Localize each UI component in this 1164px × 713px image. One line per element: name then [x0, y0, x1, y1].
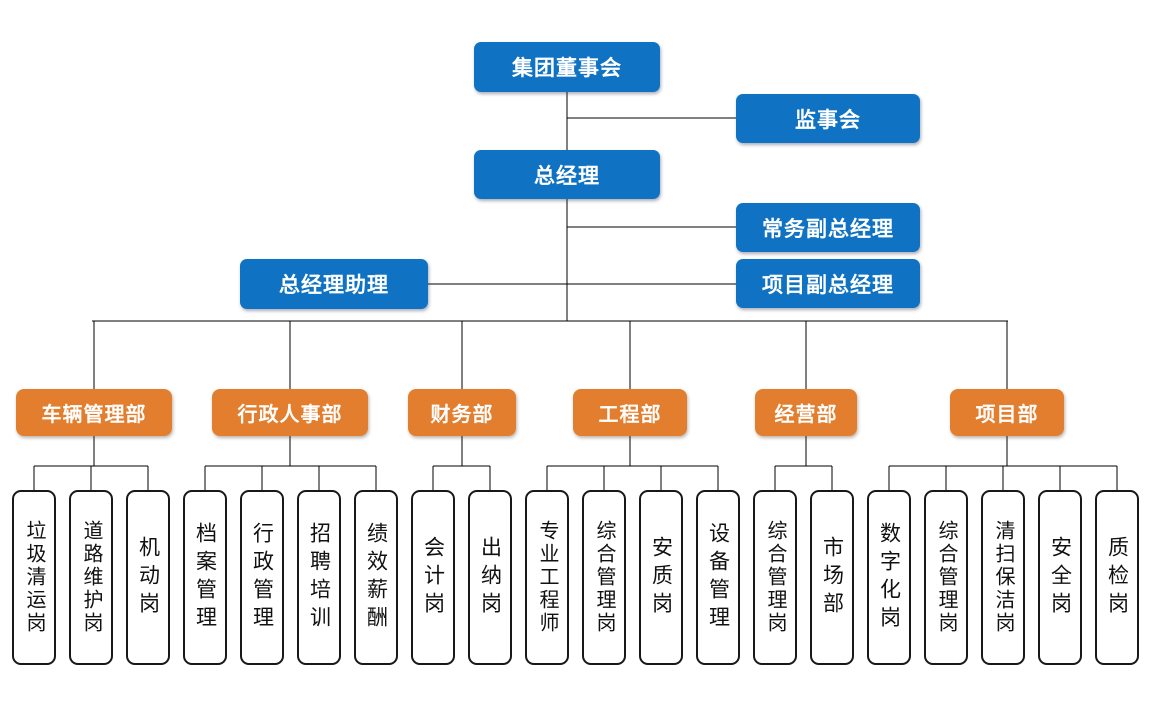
position-node-label: 质检岗 — [1105, 535, 1129, 620]
dept-node-label: 车辆管理部 — [41, 404, 147, 426]
dept-node-project[interactable]: 项目部 — [950, 389, 1064, 436]
position-node-recruit-training[interactable]: 招聘培训 — [297, 490, 341, 665]
position-node-label: 垃圾清运岗 — [23, 520, 45, 635]
exec-node-supervisors[interactable]: 监事会 — [736, 94, 920, 143]
position-node-label: 综合管理岗 — [935, 520, 957, 635]
position-node-label: 会计岗 — [421, 535, 445, 620]
position-node-label: 综合管理岗 — [593, 520, 615, 635]
position-node-cashier[interactable]: 出纳岗 — [468, 490, 512, 665]
position-node-admin-management[interactable]: 行政管理 — [240, 490, 284, 665]
dept-node-admin-hr[interactable]: 行政人事部 — [212, 389, 368, 436]
position-node-label: 安质岗 — [649, 535, 673, 620]
exec-node-board[interactable]: 集团董事会 — [474, 42, 660, 92]
position-node-label: 综合管理岗 — [764, 520, 786, 635]
dept-node-label: 项目部 — [975, 404, 1039, 426]
position-node-accounting[interactable]: 会计岗 — [411, 490, 455, 665]
exec-node-project-vp[interactable]: 项目副总经理 — [736, 259, 920, 308]
position-node-label: 招聘培训 — [307, 521, 331, 634]
position-node-ops-general-mgmt[interactable]: 综合管理岗 — [753, 490, 797, 665]
position-node-label: 行政管理 — [250, 521, 274, 634]
position-node-quality-inspection[interactable]: 质检岗 — [1095, 490, 1139, 665]
exec-node-label: 总经理助理 — [279, 274, 389, 297]
exec-node-label: 常务副总经理 — [762, 217, 894, 241]
position-node-label: 绩效薪酬 — [364, 521, 388, 634]
position-node-road-maintenance[interactable]: 道路维护岗 — [69, 490, 113, 665]
exec-node-label: 总经理 — [534, 164, 600, 188]
position-node-marketing[interactable]: 市场部 — [810, 490, 854, 665]
dept-node-engineering[interactable]: 工程部 — [573, 389, 687, 436]
position-node-proj-general-mgmt[interactable]: 综合管理岗 — [924, 490, 968, 665]
exec-node-exec-vp[interactable]: 常务副总经理 — [736, 203, 920, 252]
dept-node-finance[interactable]: 财务部 — [408, 389, 516, 436]
position-node-label: 道路维护岗 — [80, 520, 102, 635]
position-node-label: 清扫保洁岗 — [992, 520, 1014, 635]
dept-node-operations[interactable]: 经营部 — [755, 389, 857, 436]
position-node-digitalization[interactable]: 数字化岗 — [867, 490, 911, 665]
dept-node-label: 经营部 — [774, 404, 838, 426]
position-node-waste-removal[interactable]: 垃圾清运岗 — [12, 490, 56, 665]
position-node-cleaning[interactable]: 清扫保洁岗 — [981, 490, 1025, 665]
dept-node-label: 工程部 — [598, 404, 662, 426]
exec-node-label: 监事会 — [795, 108, 861, 132]
position-node-safety[interactable]: 安全岗 — [1038, 490, 1082, 665]
position-node-label: 设备管理 — [706, 521, 730, 634]
position-node-professional-eng[interactable]: 专业工程师 — [525, 490, 569, 665]
position-node-label: 档案管理 — [193, 521, 217, 634]
position-node-label: 数字化岗 — [877, 521, 901, 634]
dept-node-vehicle[interactable]: 车辆管理部 — [16, 389, 172, 436]
position-node-equipment-mgmt[interactable]: 设备管理 — [696, 490, 740, 665]
position-node-label: 机动岗 — [136, 535, 160, 620]
dept-node-label: 行政人事部 — [237, 404, 343, 426]
position-node-performance-pay[interactable]: 绩效薪酬 — [354, 490, 398, 665]
dept-node-label: 财务部 — [430, 404, 494, 426]
position-node-records-management[interactable]: 档案管理 — [183, 490, 227, 665]
position-node-label: 市场部 — [820, 535, 844, 620]
position-node-safety-quality[interactable]: 安质岗 — [639, 490, 683, 665]
position-node-eng-general-mgmt[interactable]: 综合管理岗 — [582, 490, 626, 665]
exec-node-label: 集团董事会 — [512, 57, 622, 80]
position-node-label: 安全岗 — [1048, 535, 1072, 620]
exec-node-gm-assistant[interactable]: 总经理助理 — [240, 259, 428, 309]
position-node-standby[interactable]: 机动岗 — [126, 490, 170, 665]
position-node-label: 专业工程师 — [536, 520, 558, 635]
position-node-label: 出纳岗 — [478, 535, 502, 620]
exec-node-gm[interactable]: 总经理 — [474, 150, 660, 199]
exec-node-label: 项目副总经理 — [762, 273, 894, 297]
